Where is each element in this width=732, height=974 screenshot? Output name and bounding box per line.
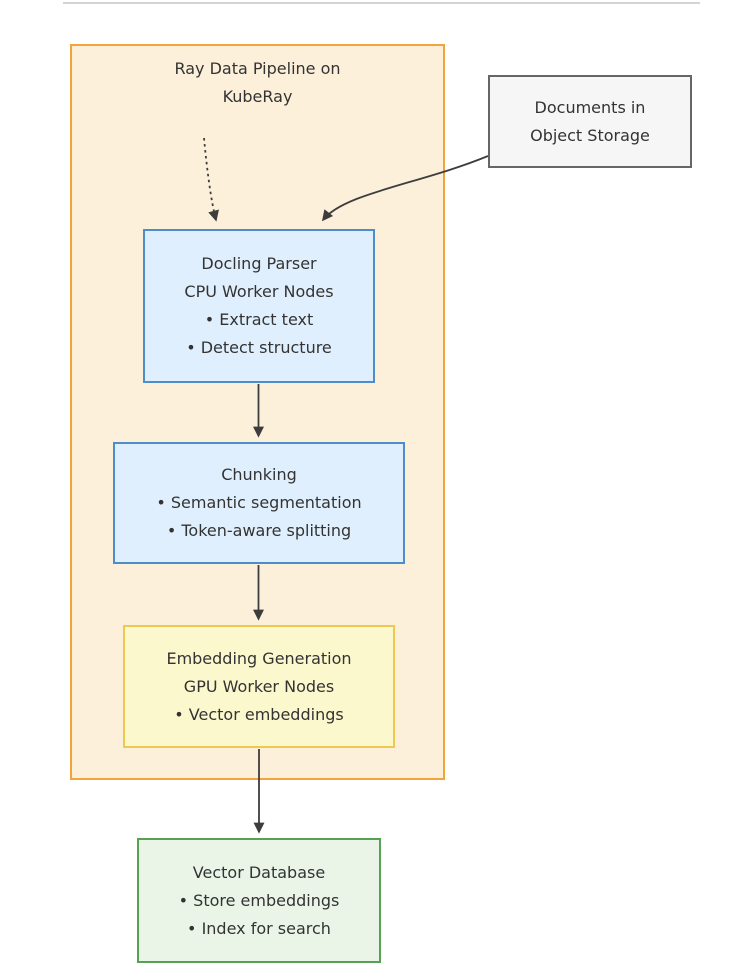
node-text-line: Object Storage xyxy=(530,125,650,145)
node-text-line: Embedding Generation xyxy=(166,648,352,668)
pipeline-container-title-line: Ray Data Pipeline on xyxy=(174,59,341,78)
node-text-line: • Index for search xyxy=(187,918,331,938)
node-text-line: Docling Parser xyxy=(201,254,317,273)
node-text-line: Chunking xyxy=(221,465,297,484)
node-text-line: • Extract text xyxy=(204,310,314,329)
node-text-line: • Token-aware splitting xyxy=(166,521,352,540)
node-text-line: CPU Worker Nodes xyxy=(184,282,334,301)
node-documents-in-object-storage: Documents in Object Storage xyxy=(488,75,692,168)
pipeline-container-title-line: KubeRay xyxy=(222,87,293,106)
node-text-line: • Detect structure xyxy=(186,338,332,357)
top-divider-line xyxy=(63,2,700,4)
node-chunking: Chunking • Semantic segmentation • Token… xyxy=(113,442,405,564)
node-vector-database: Vector Database • Store embeddings • Ind… xyxy=(137,838,381,963)
node-text-line: Documents in xyxy=(534,97,646,117)
pipeline-container-title: Ray Data Pipeline on KubeRay xyxy=(72,46,443,111)
node-embedding-generation: Embedding Generation GPU Worker Nodes • … xyxy=(123,625,395,748)
node-docling-parser: Docling Parser CPU Worker Nodes • Extrac… xyxy=(143,229,375,383)
node-text-line: • Store embeddings xyxy=(178,890,340,910)
node-text-line: Vector Database xyxy=(192,862,326,882)
node-text-line: • Semantic segmentation xyxy=(156,493,362,512)
node-text-line: GPU Worker Nodes xyxy=(183,676,335,696)
node-text-line: • Vector embeddings xyxy=(174,704,344,724)
